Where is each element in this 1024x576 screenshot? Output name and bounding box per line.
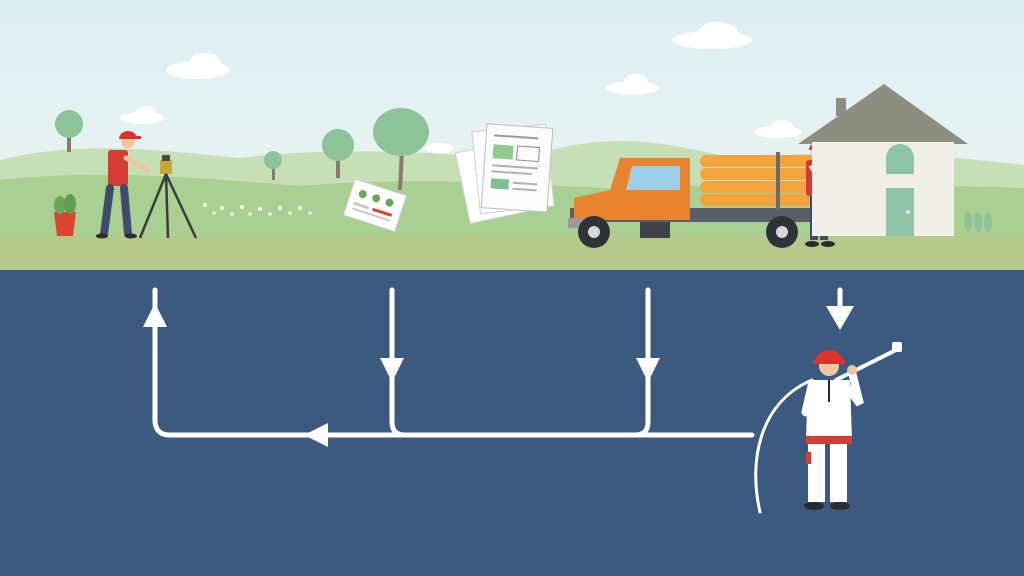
truck-cab [568, 158, 690, 238]
tree [264, 151, 282, 180]
cloud [120, 106, 164, 124]
up-arrow-icon [143, 303, 167, 327]
main-flow-line [152, 287, 755, 438]
survey-beam-dots [203, 203, 312, 216]
surveyor-with-tripod-icon [54, 131, 312, 239]
truck-wheel [766, 216, 798, 248]
down-arrow-icon [826, 306, 854, 330]
ground-strip [0, 236, 1024, 270]
potted-plant-icon [54, 194, 76, 236]
clouds [120, 22, 802, 153]
truck-wheel [578, 216, 610, 248]
tree [322, 129, 354, 178]
tree [373, 108, 429, 191]
flow-diagram [152, 287, 843, 514]
down-arrow-icon [380, 358, 404, 382]
underground-area [0, 270, 1024, 576]
flow-arrows [143, 303, 854, 447]
down-arrow-icon [636, 358, 660, 382]
cloud [754, 120, 802, 138]
surveyor-person [96, 131, 151, 239]
branch-line [389, 287, 408, 438]
trees [55, 108, 429, 191]
cloud [166, 53, 230, 79]
small-document-icon [342, 178, 408, 233]
cloud [426, 143, 454, 153]
house-icon [798, 84, 992, 236]
cloud [606, 74, 658, 95]
hose-line [754, 378, 814, 514]
blueprint-stack-icon [454, 123, 555, 225]
cloud [672, 22, 752, 49]
tripod-icon [138, 155, 198, 239]
branch-line [632, 287, 651, 438]
technician-with-hose-icon [801, 342, 902, 510]
shrubs [964, 212, 992, 232]
engineering-documents-icon [342, 123, 555, 233]
tree [55, 110, 83, 152]
left-arrow-icon [304, 423, 328, 447]
